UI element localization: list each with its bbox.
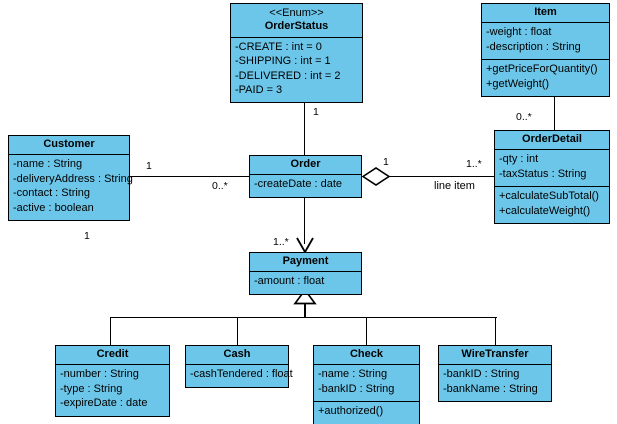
edge-payment-generalization-trunk [304, 302, 306, 318]
class-header-check: Check [314, 346, 419, 364]
multiplicity-order-payment: 1..* [273, 236, 289, 248]
multiplicity-customer-lower: 1 [84, 230, 90, 242]
class-attributes-orderstatus: -CREATE : int = 0 -SHIPPING : int = 1 -D… [231, 36, 362, 103]
class-name-item: Item [534, 6, 557, 18]
class-header-cash: Cash [186, 346, 288, 364]
attribute: -SHIPPING : int = 1 [235, 55, 331, 68]
attribute: -expireDate : date [60, 397, 148, 410]
class-header-orderdetail: OrderDetail [495, 131, 609, 149]
attribute: -contact : String [13, 187, 91, 200]
attribute: -weight : float [486, 26, 552, 39]
class-attributes-cash: -cashTendered : float [186, 364, 293, 386]
class-header-item: Item [482, 4, 609, 22]
aggregation-diamond-icon [361, 167, 391, 186]
class-name-cash: Cash [223, 348, 251, 360]
class-box-credit[interactable]: Credit -number : String -type : String -… [55, 345, 170, 417]
class-attributes-orderdetail: -qty : int -taxStatus : String [495, 149, 609, 186]
class-attributes-check: -name : String -bankID : String [314, 364, 419, 401]
attribute: -description : String [486, 40, 581, 53]
class-box-orderdetail[interactable]: OrderDetail -qty : int -taxStatus : Stri… [494, 130, 610, 225]
attribute: -taxStatus : String [499, 167, 587, 180]
operation: +calculateWeight() [499, 204, 591, 217]
class-box-item[interactable]: Item -weight : float -description : Stri… [481, 3, 610, 98]
generalization-triangle-icon [293, 288, 317, 305]
multiplicity-orderstatus-order: 1 [313, 106, 319, 118]
class-name-payment: Payment [282, 255, 329, 267]
class-box-order[interactable]: Order -createDate : date [249, 155, 362, 198]
attribute: -active : boolean [13, 201, 94, 214]
attribute: -deliveryAddress : String [13, 172, 133, 185]
edge-customer-order [129, 176, 250, 177]
attribute: -createDate : date [254, 178, 343, 191]
class-box-cash[interactable]: Cash -cashTendered : float [185, 345, 293, 388]
class-name-orderstatus: OrderStatus [264, 20, 329, 33]
class-header-wiretransfer: WireTransfer [439, 346, 551, 364]
operation: +getPriceForQuantity() [486, 63, 598, 76]
attribute: -number : String [60, 368, 139, 381]
multiplicity-customer-side: 1 [146, 160, 152, 172]
class-header-payment: Payment [250, 253, 361, 271]
class-header-customer: Customer [9, 136, 129, 154]
class-name-order: Order [290, 158, 321, 170]
class-header-orderstatus: <<Enum>> OrderStatus [231, 4, 362, 37]
class-box-customer[interactable]: Customer -name : String -deliveryAddress… [8, 135, 133, 222]
attribute: -PAID = 3 [235, 84, 283, 97]
class-attributes-credit: -number : String -type : String -expireD… [56, 364, 169, 415]
class-attributes-item: -weight : float -description : String [482, 22, 609, 59]
edge-bus-to-credit [110, 317, 111, 345]
multiplicity-orderdetail-top: 0..* [516, 111, 532, 123]
class-operations-check: +authorized() [314, 401, 419, 423]
class-name-credit: Credit [96, 348, 129, 360]
edge-bus-to-cash [237, 317, 238, 345]
class-operations-item: +getPriceForQuantity() +getWeight() [482, 59, 609, 96]
class-box-check[interactable]: Check -name : String -bankID : String +a… [313, 345, 420, 424]
class-operations-orderdetail: +calculateSubTotal() +calculateWeight() [495, 186, 609, 223]
edge-orderstatus-order [304, 100, 305, 156]
multiplicity-order-aggregation: 1 [383, 156, 389, 168]
class-name-check: Check [349, 348, 384, 360]
operation: +authorized() [318, 405, 384, 418]
attribute: -type : String [60, 382, 123, 395]
attribute: -bankID : String [443, 368, 520, 381]
attribute: -cashTendered : float [190, 368, 293, 381]
edge-bus-to-check [366, 317, 367, 345]
multiplicity-orderdetail-side: 1..* [466, 158, 482, 170]
class-stereotype-orderstatus: <<Enum>> [269, 7, 324, 19]
class-header-order: Order [250, 156, 361, 174]
operation: +getWeight() [486, 77, 550, 90]
attribute: -CREATE : int = 0 [235, 40, 322, 53]
attribute: -bankName : String [443, 382, 538, 395]
attribute: -qty : int [499, 153, 539, 166]
attribute: -name : String [13, 158, 83, 171]
edge-order-orderdetail [388, 176, 495, 177]
attribute: -bankID : String [318, 382, 395, 395]
class-name-customer: Customer [43, 138, 95, 150]
class-box-orderstatus[interactable]: <<Enum>> OrderStatus -CREATE : int = 0 -… [230, 3, 363, 104]
class-name-wiretransfer: WireTransfer [461, 348, 529, 360]
class-attributes-order: -createDate : date [250, 174, 361, 196]
attribute: -name : String [318, 368, 388, 381]
attribute: -amount : float [254, 275, 325, 288]
class-box-wiretransfer[interactable]: WireTransfer -bankID : String -bankName … [438, 345, 552, 403]
class-attributes-wiretransfer: -bankID : String -bankName : String [439, 364, 551, 401]
operation: +calculateSubTotal() [499, 190, 599, 203]
edge-item-orderdetail [554, 86, 555, 131]
class-header-credit: Credit [56, 346, 169, 364]
class-attributes-payment: -amount : float [250, 271, 361, 293]
attribute: -DELIVERED : int = 2 [235, 69, 341, 82]
edge-order-payment [304, 198, 305, 244]
edge-bus-to-wiretransfer [495, 317, 496, 345]
multiplicity-order-side: 0..* [212, 180, 228, 192]
edge-generalization-bus [110, 317, 497, 318]
class-attributes-customer: -name : String -deliveryAddress : String… [9, 154, 133, 220]
class-box-payment[interactable]: Payment -amount : float [249, 252, 362, 295]
association-label-line-item: line item [434, 180, 475, 192]
class-name-orderdetail: OrderDetail [522, 133, 582, 145]
